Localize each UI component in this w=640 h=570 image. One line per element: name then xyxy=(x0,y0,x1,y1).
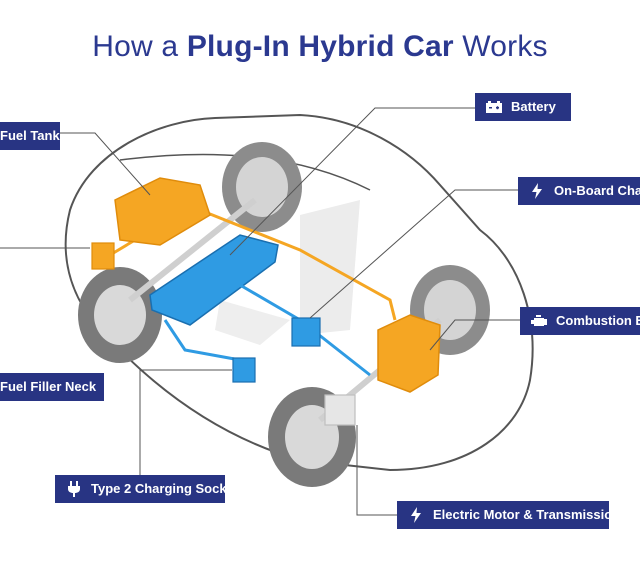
engine-icon xyxy=(530,312,548,330)
leader-fuel-tank xyxy=(60,132,151,196)
label-fuel-filler-neck: Fuel Filler Neck xyxy=(0,373,104,401)
label-fuel-tank: Fuel Tank xyxy=(0,122,60,150)
label-combustion-engine: Combustion Engine xyxy=(520,307,640,335)
label-on-board-charger-text: On-Board Charger xyxy=(554,183,640,198)
title-bold: Plug-In Hybrid Car xyxy=(186,30,454,63)
plug-icon xyxy=(65,480,83,498)
label-combustion-engine-text: Combustion Engine xyxy=(556,313,640,328)
fuel-line xyxy=(199,208,397,321)
label-type2-socket-text: Type 2 Charging Socket xyxy=(91,481,239,496)
rear-axle xyxy=(128,197,257,303)
leader-engine xyxy=(429,319,520,351)
leader-charger xyxy=(309,189,518,319)
leader-socket xyxy=(139,369,232,486)
battery-icon xyxy=(485,98,503,116)
label-type2-socket: Type 2 Charging Socket xyxy=(55,475,238,503)
interior-shape-2 xyxy=(215,300,290,345)
on-board-charger xyxy=(291,317,321,347)
electric-motor xyxy=(324,394,356,426)
label-battery-text: Battery xyxy=(511,99,556,114)
label-fuel-filler-neck-text: Fuel Filler Neck xyxy=(0,379,97,394)
title-suffix: Works xyxy=(453,30,548,63)
leader-battery xyxy=(229,107,475,256)
label-electric-motor-text: Electric Motor & Transmission xyxy=(433,507,621,522)
label-battery: Battery xyxy=(475,93,571,121)
fuel-tank xyxy=(114,177,211,246)
leader-motor xyxy=(356,425,397,516)
combustion-engine xyxy=(377,314,441,393)
lightning-icon xyxy=(528,182,546,200)
label-fuel-tank-text: Fuel Tank xyxy=(0,128,60,143)
battery-pack xyxy=(149,234,279,326)
label-on-board-charger: On-Board Charger xyxy=(518,177,640,205)
lightning-icon xyxy=(407,506,425,524)
fuel-filler-box xyxy=(91,242,115,270)
charging-socket xyxy=(232,357,256,383)
title-prefix: How a xyxy=(92,30,187,63)
charging-cable xyxy=(163,319,241,362)
label-electric-motor: Electric Motor & Transmission xyxy=(397,501,620,529)
page-title: How a Plug-In Hybrid Car Works xyxy=(0,30,640,64)
